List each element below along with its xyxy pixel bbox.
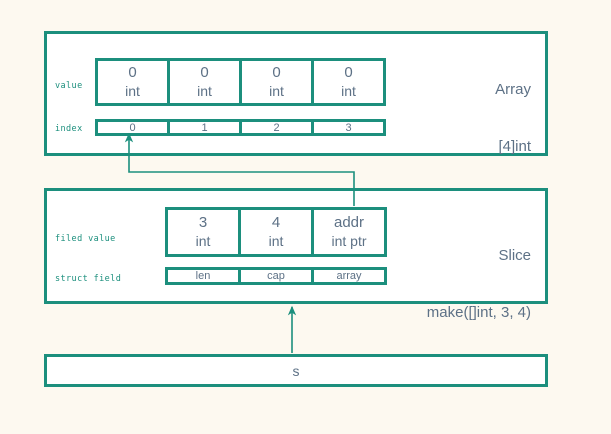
array-caption-line2: [4]int	[498, 138, 531, 155]
slice-caption-line1: Slice	[498, 247, 531, 264]
array-index-cell-2[interactable]: 2	[239, 119, 314, 136]
slice-value-row-label: filed value	[55, 234, 116, 244]
slice-cap-value: 4	[271, 214, 281, 231]
array-value-3: 0	[344, 64, 353, 81]
array-value-cell-3[interactable]: 0 int	[311, 58, 386, 106]
variable-name: s	[292, 362, 300, 379]
slice-field-row-label: struct field	[55, 274, 122, 284]
slice-array-type: int ptr	[331, 233, 367, 249]
array-value-cell-2[interactable]: 0 int	[239, 58, 314, 106]
slice-cap-value-cell[interactable]: 4 int	[238, 207, 314, 257]
slice-len-value: 3	[198, 214, 208, 231]
array-type-0: int	[125, 83, 140, 99]
array-index-cell-1[interactable]: 1	[167, 119, 242, 136]
array-type-2: int	[269, 83, 284, 99]
array-value-cell-0[interactable]: 0 int	[95, 58, 170, 106]
array-value-row-label: value	[55, 81, 83, 91]
array-type-1: int	[197, 83, 212, 99]
array-container: Array [4]int value index 0 int 0 int 0 i…	[44, 31, 548, 156]
slice-caption-line2: make([]int, 3, 4)	[426, 304, 531, 321]
slice-field-cap: cap	[267, 269, 285, 282]
variable-container: s	[44, 354, 548, 387]
array-index-row: 0 1 2 3	[95, 119, 386, 136]
slice-len-type: int	[195, 233, 211, 249]
array-index-cell-0[interactable]: 0	[95, 119, 170, 136]
slice-array-value-cell[interactable]: addr int ptr	[311, 207, 387, 257]
array-index-row-label: index	[55, 124, 83, 134]
array-index-2: 2	[273, 121, 280, 134]
slice-field-cell-array[interactable]: array	[311, 267, 387, 285]
slice-value-row: 3 int 4 int addr int ptr	[165, 207, 387, 257]
slice-cap-type: int	[268, 233, 284, 249]
slice-field-cell-cap[interactable]: cap	[238, 267, 314, 285]
slice-caption: Slice make([]int, 3, 4)	[427, 208, 531, 360]
slice-container: Slice make([]int, 3, 4) filed value stru…	[44, 188, 548, 321]
array-value-2: 0	[272, 64, 281, 81]
slice-field-cell-len[interactable]: len	[165, 267, 241, 285]
array-index-1: 1	[201, 121, 208, 134]
array-index-cell-3[interactable]: 3	[311, 119, 386, 136]
array-index-0: 0	[129, 121, 136, 134]
array-value-1: 0	[200, 64, 209, 81]
array-value-cell-1[interactable]: 0 int	[167, 58, 242, 106]
slice-array-value: addr	[333, 214, 365, 231]
array-caption-line1: Array	[495, 81, 531, 98]
array-index-3: 3	[345, 121, 352, 134]
array-caption: Array [4]int	[495, 42, 531, 194]
array-type-3: int	[341, 83, 356, 99]
array-value-0: 0	[128, 64, 137, 81]
slice-field-array: array	[336, 269, 362, 282]
array-value-row: 0 int 0 int 0 int 0 int	[95, 58, 386, 106]
slice-field-len: len	[195, 269, 211, 282]
slice-len-value-cell[interactable]: 3 int	[165, 207, 241, 257]
slice-field-row: len cap array	[165, 267, 387, 285]
